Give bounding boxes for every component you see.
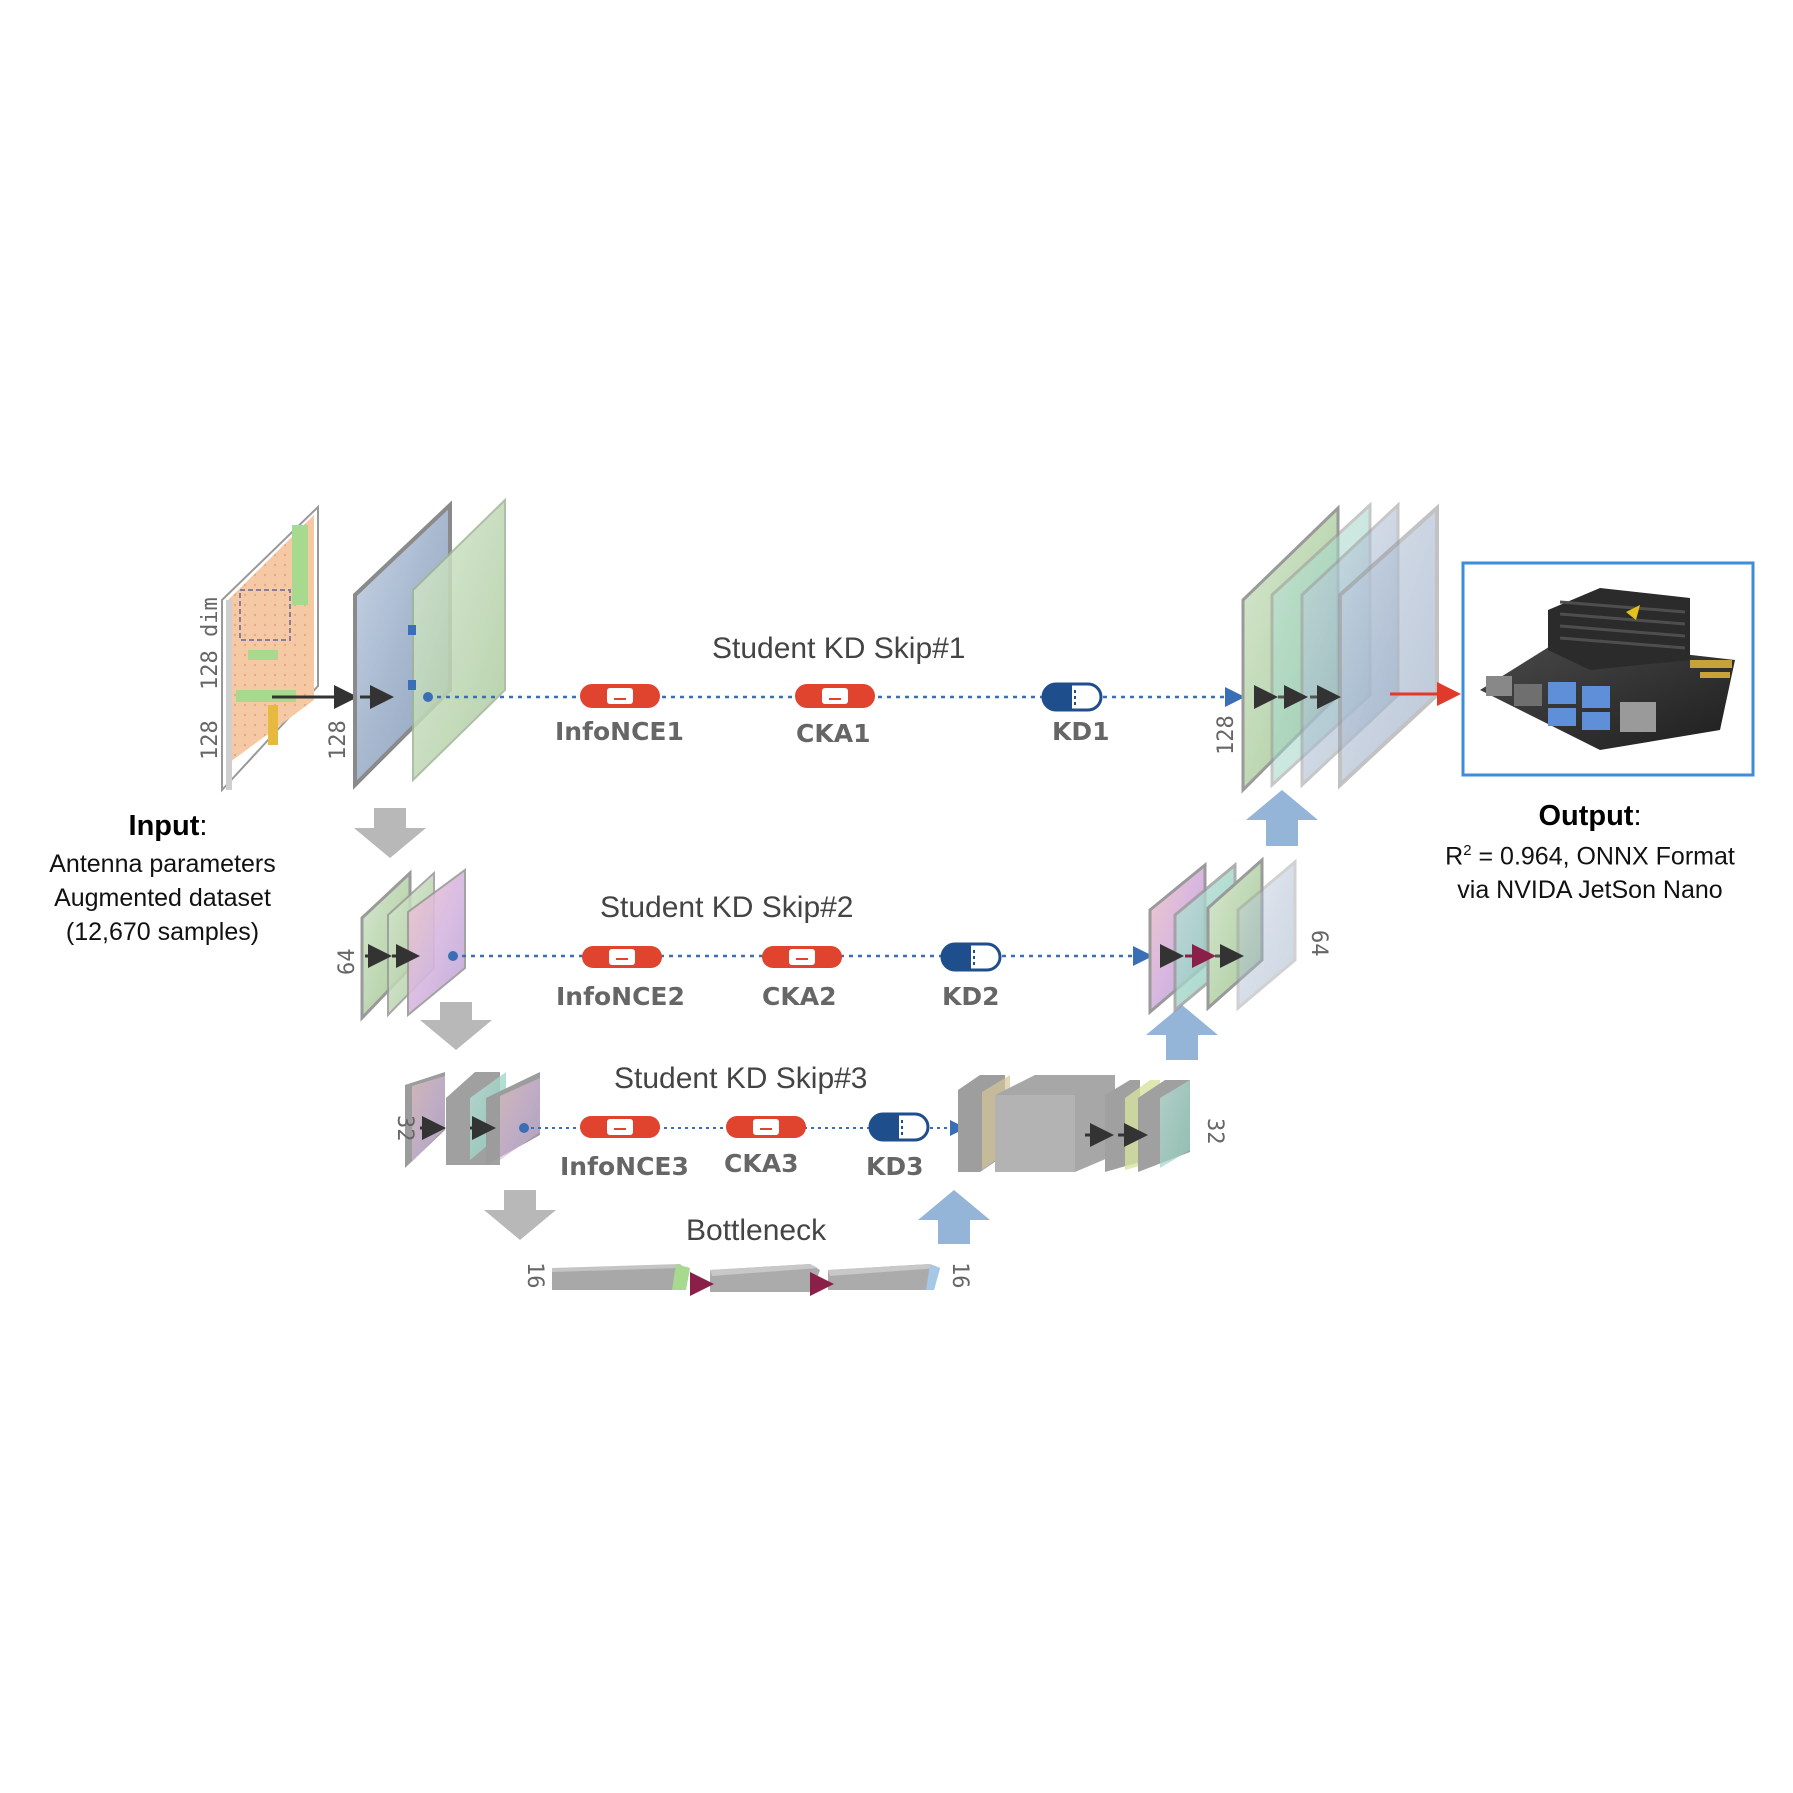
enc3-dim-label: 32: [392, 1115, 417, 1142]
up-arrow-2: [1146, 1005, 1218, 1060]
bneck-out-dim-label: 16: [947, 1262, 972, 1289]
infonce1-label: InfoNCE1: [555, 717, 684, 746]
output-title: Output:: [1538, 800, 1642, 832]
infonce2-label: InfoNCE2: [556, 982, 685, 1011]
kd2-loss-icon: [940, 942, 1002, 972]
infonce3-loss-icon: [580, 1116, 660, 1138]
input-line-2: Augmented dataset: [54, 884, 271, 912]
up-arrow-3: [918, 1190, 990, 1244]
skip2-title: Student KD Skip#2: [600, 891, 854, 924]
cka3-label: CKA3: [724, 1149, 798, 1178]
cka2-label: CKA2: [762, 982, 836, 1011]
kd3-label: KD3: [866, 1152, 924, 1181]
input-height-label: 128: [198, 720, 223, 760]
decoder-block-1: [1241, 501, 1439, 794]
input-title: Input:: [128, 810, 208, 842]
cka3-loss-icon: [726, 1116, 806, 1138]
infonce1-loss-icon: [580, 684, 660, 708]
kd2-label: KD2: [942, 982, 1000, 1011]
bneck-in-dim-label: 16: [522, 1262, 547, 1289]
output-line-1: R2 = 0.964, ONNX Format: [1445, 842, 1735, 871]
output-line-2: via NVIDA JetSon Nano: [1457, 876, 1723, 904]
input-line-1: Antenna parameters: [49, 850, 276, 878]
kd1-loss-icon: [1041, 682, 1103, 712]
down-arrow-1: [354, 808, 426, 858]
bottleneck-title: Bottleneck: [686, 1214, 827, 1247]
jetson-nano-board-image: [1480, 588, 1735, 750]
skip1-title: Student KD Skip#1: [712, 632, 966, 665]
encoder-block-3: [405, 1072, 540, 1168]
enc1-dim-label: 128: [326, 720, 351, 760]
cka2-loss-icon: [762, 946, 842, 968]
down-arrow-2: [420, 1002, 492, 1050]
cka1-loss-icon: [795, 684, 875, 708]
infonce2-loss-icon: [582, 946, 662, 968]
input-dim-label: 128 dim: [198, 597, 223, 690]
input-antenna-image: [221, 504, 319, 793]
dec1-dim-label: 128: [1214, 715, 1239, 755]
kd1-label: KD1: [1052, 717, 1110, 746]
infonce3-label: InfoNCE3: [560, 1152, 689, 1181]
encoder-block-1: [353, 497, 506, 790]
bottleneck-blocks: [552, 1264, 940, 1292]
decoder-block-3: [958, 1075, 1190, 1172]
enc2-dim-label: 64: [335, 949, 360, 976]
kd3-loss-icon: [868, 1112, 930, 1142]
dec3-dim-label: 32: [1202, 1118, 1227, 1145]
encoder-block-2: [360, 868, 466, 1022]
down-arrow-3: [484, 1190, 556, 1240]
dec2-dim-label: 64: [1306, 930, 1331, 957]
up-arrow-1: [1246, 790, 1318, 846]
skip3-title: Student KD Skip#3: [614, 1062, 868, 1095]
input-line-3: (12,670 samples): [65, 918, 260, 946]
cka1-label: CKA1: [796, 719, 870, 748]
decoder-block-2: [1148, 856, 1297, 1016]
skip-connection-2: [448, 946, 1153, 966]
